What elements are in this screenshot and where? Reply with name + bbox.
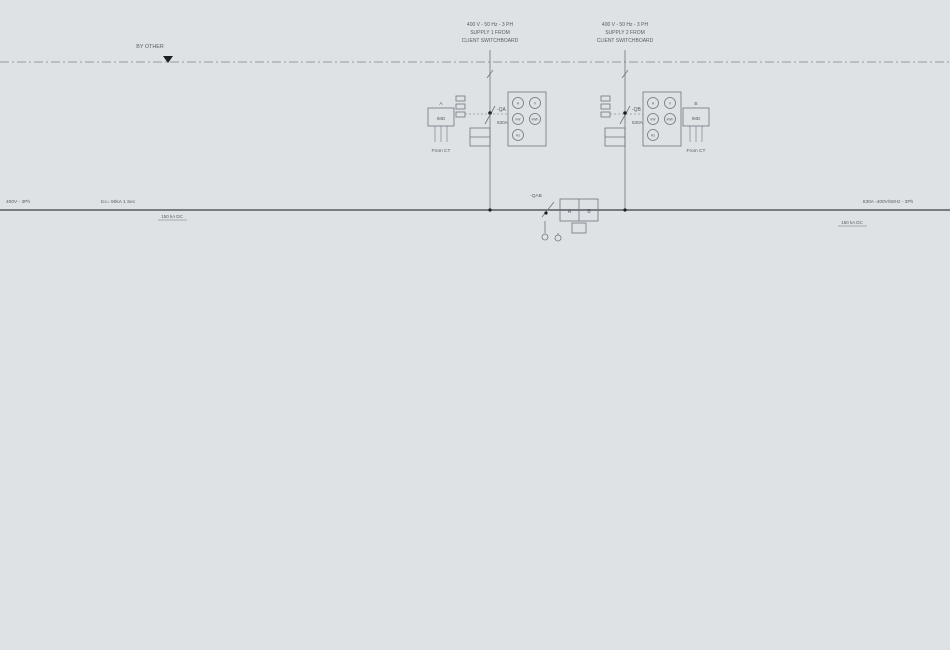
incomer-supply-1: 400 V - 50 Hz - 3 PH SUPPLY 1 FROM CLIENT … [427, 22, 547, 212]
svg-text:kW: kW [516, 118, 522, 122]
svg-text:IMD: IMD [692, 116, 701, 121]
svg-text:-QA: -QA [497, 107, 507, 113]
svg-text:V: V [534, 102, 537, 106]
svg-text:BY OTHER: BY OTHER [136, 44, 164, 50]
svg-text:A: A [568, 209, 572, 215]
svg-text:Icc= 50kA 1 Sec: Icc= 50kA 1 Sec [101, 199, 136, 205]
svg-text:400V - 3Ph: 400V - 3Ph [6, 199, 30, 205]
scope-boundary: BY OTHER [0, 44, 950, 63]
boundary-marker-icon [163, 56, 173, 63]
svg-text:630A: 630A [497, 120, 509, 125]
svg-text:150 kA DC: 150 kA DC [161, 214, 183, 219]
svg-text:400 V - 50 Hz - 3 PH: 400 V - 50 Hz - 3 PH [467, 22, 514, 28]
svg-text:From CT: From CT [432, 148, 451, 154]
svg-text:-QB: -QB [632, 107, 642, 113]
svg-text:Hz: Hz [651, 134, 655, 138]
imd-monitor: B IMD From CT [682, 101, 710, 154]
svg-text:400 V - 50 Hz - 3 PH: 400 V - 50 Hz - 3 PH [602, 22, 649, 28]
svg-text:From CT: From CT [687, 148, 706, 154]
svg-text:-QAB: -QAB [530, 193, 542, 199]
main-busbar: 400V - 3Ph Icc= 50kA 1 Sec 630A -400V/50Hz… [0, 199, 950, 227]
incomer-supply-2: 400 V - 50 Hz - 3 PH SUPPLY 2 FROM CLIENT … [597, 22, 710, 212]
svg-text:kWh: kWh [667, 118, 674, 122]
svg-text:kW: kW [651, 118, 657, 122]
svg-text:SUPPLY 1 FROM: SUPPLY 1 FROM [470, 30, 510, 36]
svg-text:A: A [517, 102, 520, 106]
svg-text:B: B [587, 209, 591, 215]
svg-text:CLIENT SWITCHBOARD: CLIENT SWITCHBOARD [462, 38, 519, 44]
svg-text:CLIENT SWITCHBOARD: CLIENT SWITCHBOARD [597, 38, 654, 44]
svg-text:V: V [669, 102, 672, 106]
svg-text:630A -400V/50Hz - 3Ph: 630A -400V/50Hz - 3Ph [863, 199, 914, 205]
svg-text:B: B [694, 101, 697, 107]
svg-text:A: A [439, 101, 443, 107]
bus-tie: -QAB A B [530, 193, 599, 242]
svg-text:150 kA DC: 150 kA DC [841, 220, 863, 225]
svg-text:A: A [652, 102, 655, 106]
imd-monitor: A IMD From CT [427, 101, 455, 154]
svg-text:Hz: Hz [516, 134, 520, 138]
svg-text:IMD: IMD [437, 116, 446, 121]
svg-text:kWh: kWh [532, 118, 539, 122]
svg-text:630A: 630A [632, 120, 644, 125]
svg-text:SUPPLY 2 FROM: SUPPLY 2 FROM [605, 30, 645, 36]
